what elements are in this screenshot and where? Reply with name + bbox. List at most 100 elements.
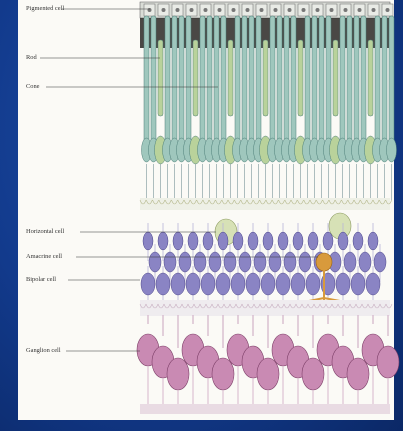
bipolar-cell xyxy=(201,273,215,295)
cone-outer-segment xyxy=(193,40,198,116)
rod-outer-segment xyxy=(235,16,240,144)
bipolar-cell xyxy=(278,232,288,250)
rod-outer-segment xyxy=(305,16,310,144)
label-bipolar-cell: Bipolar cell xyxy=(26,276,56,283)
rod-outer-segment xyxy=(361,16,366,144)
bipolar-cell xyxy=(366,273,380,295)
bipolar-cell xyxy=(299,252,311,272)
cone-outer-segment xyxy=(333,40,338,116)
bipolar-cell xyxy=(186,273,200,295)
pigmented-cell-nucleus xyxy=(316,8,320,12)
ganglion-cell-layer xyxy=(137,315,399,414)
bipolar-cell xyxy=(248,232,258,250)
outer-plexiform-layer xyxy=(140,198,392,210)
bipolar-cell xyxy=(164,252,176,272)
bipolar-cell xyxy=(141,273,155,295)
outer-plexiform-band xyxy=(140,198,390,210)
pigmented-cell-nucleus xyxy=(274,8,278,12)
pigmented-cell-nucleus xyxy=(302,8,306,12)
bipolar-cell xyxy=(231,273,245,295)
rod-outer-segment xyxy=(340,16,345,144)
rod-outer-segment xyxy=(375,16,380,144)
pigmented-cell-nucleus xyxy=(204,8,208,12)
ganglion-cell xyxy=(257,358,279,390)
rod-outer-segment xyxy=(221,16,226,144)
bipolar-cell xyxy=(344,252,356,272)
rod-outer-segment xyxy=(284,16,289,144)
bipolar-cell xyxy=(143,232,153,250)
cone-outer-segment xyxy=(368,40,373,116)
rod-outer-segment xyxy=(326,16,331,144)
rod-outer-segment xyxy=(270,16,275,144)
bipolar-cell xyxy=(263,232,273,250)
ganglion-cell xyxy=(212,358,234,390)
rod-outer-segment xyxy=(389,16,394,144)
bipolar-cell xyxy=(171,273,185,295)
bipolar-cell xyxy=(149,252,161,272)
cone-outer-segment xyxy=(158,40,163,116)
rod-outer-segment xyxy=(382,16,387,144)
ganglion-cell xyxy=(377,346,399,378)
rod-outer-segment xyxy=(179,16,184,144)
rod-outer-segment xyxy=(186,16,191,144)
pigmented-cell-nucleus xyxy=(190,8,194,12)
rod-outer-segment xyxy=(151,16,156,144)
bipolar-cell xyxy=(194,252,206,272)
label-rod: Rod xyxy=(26,54,37,61)
bipolar-cell xyxy=(239,252,251,272)
rod-outer-segment xyxy=(242,16,247,144)
bipolar-cell xyxy=(293,232,303,250)
nerve-fiber-layer xyxy=(140,404,390,414)
bipolar-cell xyxy=(336,273,350,295)
bipolar-cell xyxy=(209,252,221,272)
rod-outer-segment xyxy=(200,16,205,144)
amacrine-cell xyxy=(316,253,332,271)
rod-outer-segment xyxy=(277,16,282,144)
pigmented-cell-nucleus xyxy=(358,8,362,12)
pigmented-cell-nucleus xyxy=(232,8,236,12)
label-horizontal-cell: Horizontal cell xyxy=(26,228,64,235)
bipolar-cell xyxy=(216,273,230,295)
bipolar-cell xyxy=(246,273,260,295)
bipolar-cell xyxy=(306,273,320,295)
rod-outer-segment xyxy=(256,16,261,144)
pigmented-cell-nucleus xyxy=(260,8,264,12)
bipolar-cell xyxy=(368,232,378,250)
bipolar-cell xyxy=(374,252,386,272)
pigmented-cell-nucleus xyxy=(330,8,334,12)
pigmented-cell-nucleus xyxy=(148,8,152,12)
label-ganglion-cell: Ganglion cell xyxy=(26,347,61,354)
pigmented-cell-nucleus xyxy=(386,8,390,12)
bipolar-cell xyxy=(179,252,191,272)
rod-outer-segment xyxy=(172,16,177,144)
rod-outer-segment xyxy=(249,16,254,144)
bipolar-cell xyxy=(308,232,318,250)
bipolar-cell xyxy=(351,273,365,295)
rod-outer-segment xyxy=(207,16,212,144)
pigmented-cell-nucleus xyxy=(246,8,250,12)
pigmented-cell-nucleus xyxy=(162,8,166,12)
cone-outer-segment xyxy=(263,40,268,116)
cone-outer-segment xyxy=(228,40,233,116)
rod-outer-segment xyxy=(291,16,296,144)
rod-outer-segment xyxy=(319,16,324,144)
bipolar-cell xyxy=(276,273,290,295)
bipolar-cell xyxy=(338,232,348,250)
ganglion-cell xyxy=(167,358,189,390)
bipolar-cell xyxy=(291,273,305,295)
pigmented-cell-nucleus xyxy=(218,8,222,12)
cone-outer-segment xyxy=(298,40,303,116)
bipolar-cell xyxy=(233,232,243,250)
rod-outer-segment xyxy=(354,16,359,144)
rod-outer-segment xyxy=(312,16,317,144)
bipolar-cell xyxy=(269,252,281,272)
label-cone: Cone xyxy=(26,83,40,90)
label-pigmented-cell: Pigmented cell xyxy=(26,5,64,12)
bipolar-cell xyxy=(188,232,198,250)
bipolar-cell xyxy=(203,232,213,250)
pigmented-cell-nucleus xyxy=(344,8,348,12)
rod-outer-segment xyxy=(347,16,352,144)
bipolar-cell xyxy=(284,252,296,272)
ganglion-cell xyxy=(347,358,369,390)
